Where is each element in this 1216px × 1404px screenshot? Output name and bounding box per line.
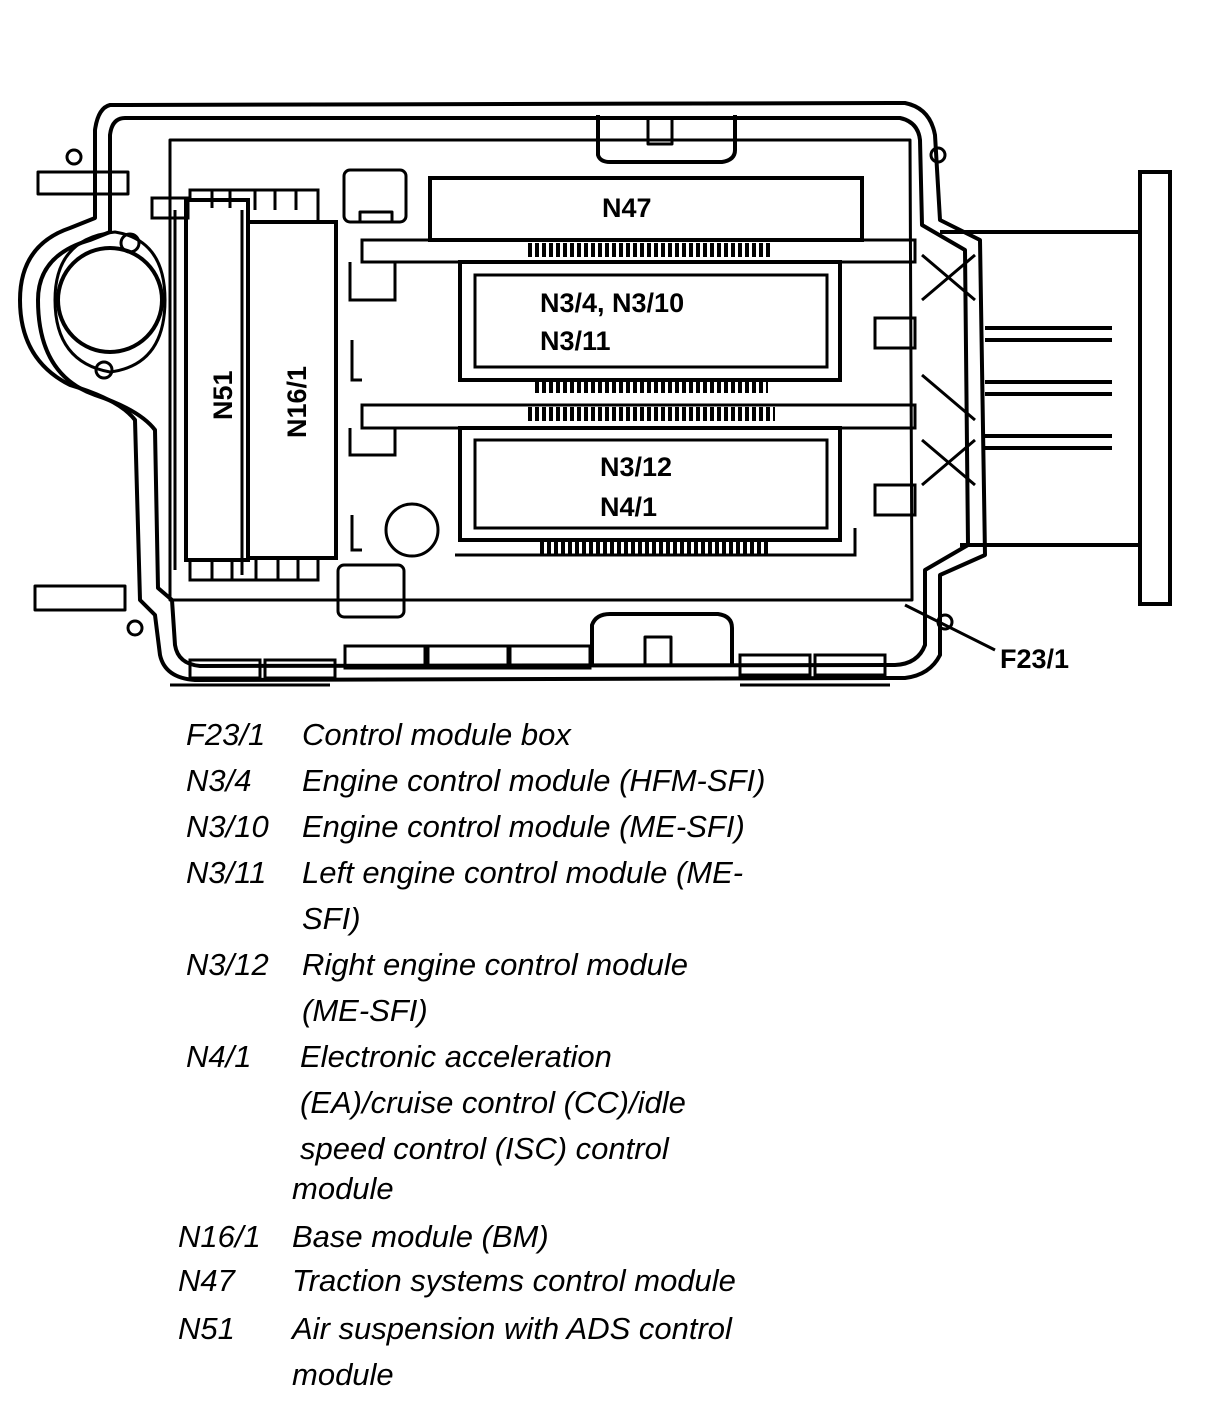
legend-description: Left engine control module (ME- <box>302 855 744 890</box>
legend-description: Engine control module (HFM-SFI) <box>302 763 766 798</box>
bottom-connectors <box>170 644 890 687</box>
legend: F23/1 Control module box N3/4 Engine con… <box>0 700 1216 1404</box>
label-n47: N47 <box>602 193 652 223</box>
legend-description: (EA)/cruise control (CC)/idle <box>300 1085 686 1120</box>
legend-description: Air suspension with ADS control <box>292 1311 732 1346</box>
legend-code: N3/4 <box>186 763 252 798</box>
label-n16-1: N16/1 <box>282 366 312 438</box>
f23-1-leader-line <box>904 603 996 652</box>
label-n4-1: N4/1 <box>600 492 657 522</box>
label-n3-12: N3/12 <box>600 452 672 482</box>
control-module-box-diagram: N47 N3/4, N3/10 N3/11 N3/12 N4/1 N51 N16… <box>18 101 1172 687</box>
legend-code: N16/1 <box>178 1219 261 1254</box>
lower-control-module <box>348 403 917 557</box>
label-n51: N51 <box>208 370 238 420</box>
legend-code: N3/12 <box>186 947 269 982</box>
label-n3-4-n3-10: N3/4, N3/10 <box>540 288 684 318</box>
legend-description: SFI) <box>302 901 361 936</box>
n51-n16-modules <box>150 188 338 582</box>
legend-description: Traction systems control module <box>292 1263 736 1298</box>
legend-description: module <box>292 1357 394 1392</box>
legend-description: speed control (ISC) control <box>300 1131 669 1166</box>
legend-description: Right engine control module <box>302 947 689 982</box>
legend-description: Engine control module (ME-SFI) <box>302 809 745 844</box>
legend-description: Base module (BM) <box>292 1219 549 1254</box>
label-f23-1: F23/1 <box>1000 644 1069 674</box>
legend-description: (ME-SFI) <box>302 993 428 1028</box>
housing-outline <box>18 101 987 682</box>
legend-description: module <box>292 1171 394 1206</box>
legend-code: N4/1 <box>186 1039 252 1074</box>
legend-code: F23/1 <box>186 717 266 752</box>
upper-control-module <box>348 238 917 393</box>
legend-code: N47 <box>178 1263 235 1298</box>
label-n3-11: N3/11 <box>540 326 611 356</box>
legend-description: Control module box <box>302 717 571 752</box>
legend-code: N3/10 <box>186 809 269 844</box>
connector-bracket <box>873 170 1172 606</box>
legend-code: N3/11 <box>186 855 267 890</box>
legend-description: Electronic acceleration <box>300 1039 612 1074</box>
legend-code: N51 <box>178 1311 235 1346</box>
